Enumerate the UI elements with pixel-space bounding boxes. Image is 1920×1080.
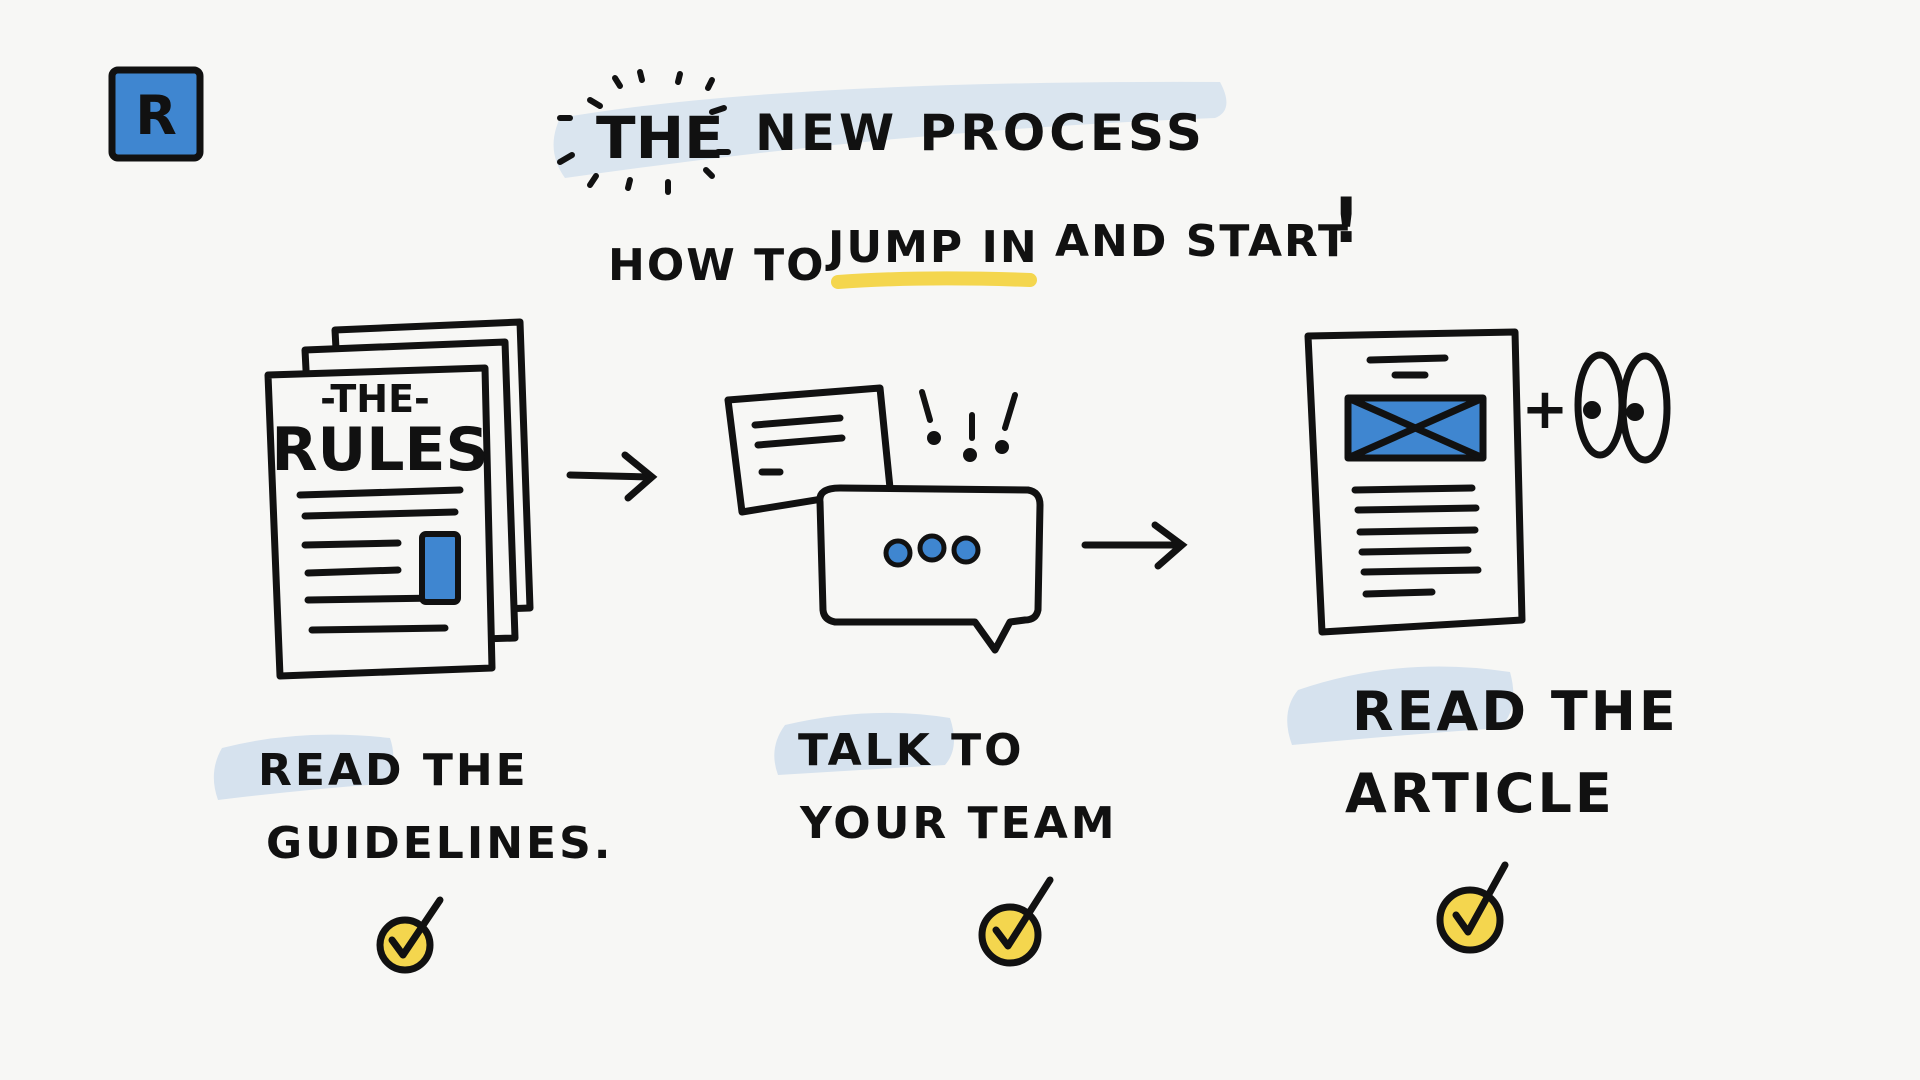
title-the: THE (596, 104, 724, 172)
step2-check-icon (978, 876, 1054, 967)
subtitle-how-to: HOW TO (608, 240, 826, 291)
subtitle-jump-in: JUMP IN (825, 222, 1039, 273)
article-page-icon (1304, 328, 1526, 636)
logo-letter: R (135, 84, 177, 147)
rules-label-small: -THE- (320, 377, 430, 421)
rules-text-lines (296, 486, 464, 634)
step2-label-highlight (774, 712, 954, 775)
exclamation-marks-icon (919, 389, 1018, 462)
arrow-right-icon-2 (1081, 521, 1188, 570)
sparkle-icon (557, 69, 731, 195)
step2-line2: YOUR TEAM (799, 798, 1118, 849)
subtitle-exclaim: ! (1332, 184, 1360, 257)
subtitle-and: AND START (1055, 216, 1350, 267)
rules-label-big: RULES (271, 415, 488, 485)
eyes-icon (1574, 351, 1671, 464)
typing-dots-icon (883, 533, 981, 568)
chat-bubbles-icon (724, 384, 1044, 654)
rules-image-thumb (419, 531, 461, 605)
plus-sign: + (1522, 377, 1569, 442)
arrow-right-icon (566, 451, 658, 502)
rules-document-stack-icon (264, 318, 534, 680)
step1-check-icon (376, 896, 444, 974)
step3-line1: READ THE (1352, 680, 1679, 743)
step1-line2: GUIDELINES. (266, 818, 614, 869)
step3-line2: ARTICLE (1345, 762, 1615, 825)
step3-label-highlight (1287, 666, 1514, 745)
logo-icon: R (108, 66, 204, 162)
jump-in-underline (831, 271, 1037, 289)
step3-check-icon (1436, 861, 1509, 954)
step2-line1: TALK TO (798, 725, 1025, 776)
step1-label-highlight (213, 734, 394, 800)
step1-line1: READ THE (258, 745, 529, 796)
title-new-process: NEW PROCESS (755, 104, 1206, 162)
